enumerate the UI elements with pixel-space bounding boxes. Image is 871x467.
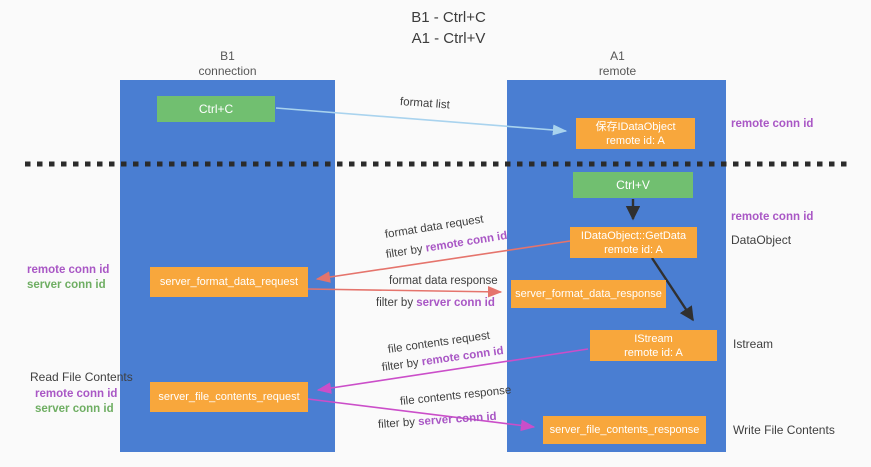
node-ctrl-c-label: Ctrl+C [198, 102, 234, 116]
label-file-contents-response: file contents response [399, 384, 512, 408]
node-istream-line2: remote id: A [624, 346, 683, 359]
label-left-remote-conn-id-2: remote conn id [35, 388, 118, 400]
node-server-format-data-request-label: server_format_data_request [159, 276, 299, 288]
label-write-file-contents: Write File Contents [733, 423, 835, 437]
filter-by-text: filter by [376, 297, 417, 309]
diagram-title: B1 - Ctrl+C A1 - Ctrl+V [0, 7, 871, 49]
label-filter-by-server-conn-id-2: filter by server conn id [378, 411, 497, 431]
label-filter-by-server-conn-id-1: filter by server conn id [376, 297, 495, 309]
node-istream: IStream remote id: A [590, 330, 717, 361]
node-server-format-data-response: server_format_data_response [511, 280, 666, 308]
node-server-format-data-response-label: server_format_data_response [515, 288, 662, 300]
node-save-idataobject: 保存IDataObject remote id: A [576, 118, 695, 149]
filter-by-text: filter by [385, 242, 427, 261]
node-ctrl-v: Ctrl+V [573, 172, 693, 198]
left-column-header-line2: connection [198, 64, 257, 78]
server-conn-id-text: server conn id [417, 410, 498, 429]
node-istream-line1: IStream [634, 332, 673, 345]
label-left-server-conn-id-1: server conn id [27, 279, 106, 291]
right-column-header: A1 remote [540, 49, 695, 79]
node-save-idataobject-line1: 保存IDataObject [595, 120, 676, 133]
title-line-1: B1 - Ctrl+C [411, 9, 486, 26]
node-ctrl-c: Ctrl+C [157, 96, 275, 122]
server-conn-id-text: server conn id [416, 297, 495, 309]
title-line-2: A1 - Ctrl+V [411, 30, 486, 47]
label-read-file-contents: Read File Contents [30, 370, 133, 384]
node-ctrl-v-label: Ctrl+V [616, 178, 650, 192]
label-right-remote-conn-id-mid: remote conn id [731, 211, 814, 223]
label-right-remote-conn-id-top: remote conn id [731, 118, 814, 130]
label-left-server-conn-id-2: server conn id [35, 403, 114, 415]
filter-by-text: filter by [381, 356, 423, 374]
label-format-data-response: format data response [389, 275, 498, 287]
format-data-response-arrow [307, 286, 503, 298]
node-server-file-contents-response: server_file_contents_response [543, 416, 706, 444]
node-idataobject-getdata-line2: remote id: A [604, 243, 663, 256]
label-dataobject: DataObject [731, 233, 792, 247]
node-server-format-data-request: server_format_data_request [150, 267, 308, 297]
label-left-remote-conn-id-1: remote conn id [27, 264, 110, 276]
filter-by-text: filter by [377, 416, 419, 431]
node-server-file-contents-response-label: server_file_contents_response [549, 424, 700, 436]
right-column-header-line1: A1 [610, 49, 625, 63]
left-column-header-line1: B1 [220, 49, 235, 63]
left-column-header: B1 connection [150, 49, 305, 79]
remote-conn-id-text: remote conn id [424, 229, 509, 255]
node-idataobject-getdata-line1: IDataObject::GetData [580, 229, 687, 242]
label-istream: Istream [733, 337, 774, 351]
node-idataobject-getdata: IDataObject::GetData remote id: A [570, 227, 697, 258]
label-format-list: format list [399, 96, 451, 112]
node-server-file-contents-request-label: server_file_contents_request [158, 391, 300, 403]
node-server-file-contents-request: server_file_contents_request [150, 382, 308, 412]
right-column-header-line2: remote [598, 64, 637, 78]
node-save-idataobject-line2: remote id: A [606, 134, 665, 147]
